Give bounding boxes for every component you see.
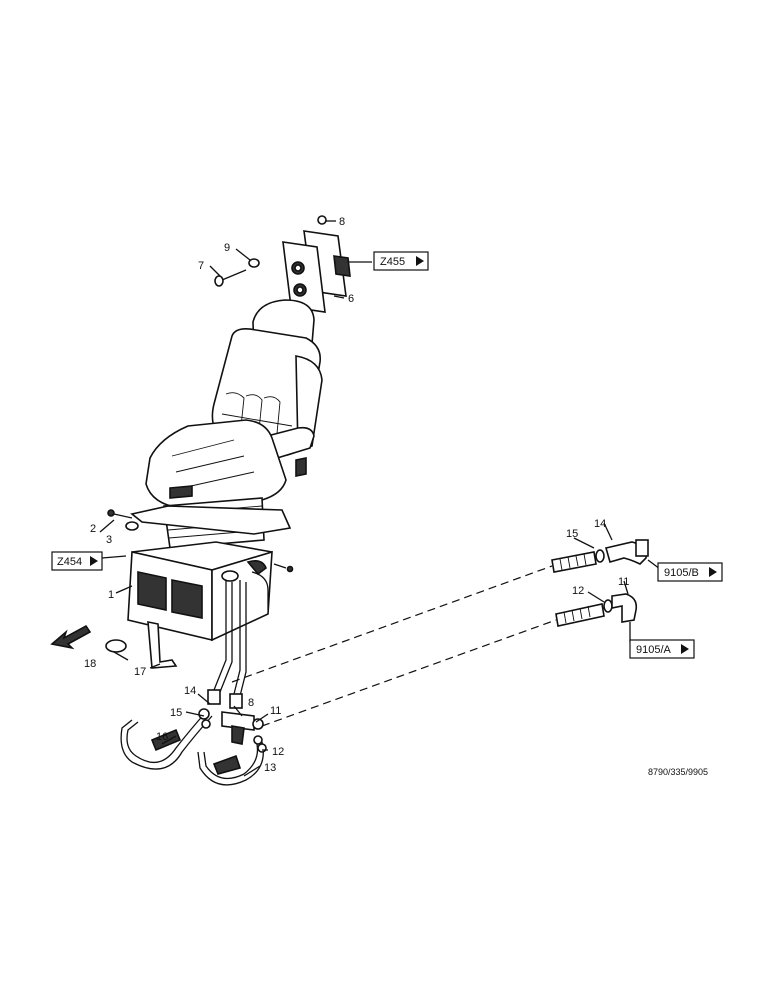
adapter-fittings xyxy=(551,539,649,627)
bolt-washer-set xyxy=(107,509,139,531)
callout-16: 16 xyxy=(156,731,168,743)
callout-14-left: 14 xyxy=(184,685,196,697)
callout-6: 6 xyxy=(348,293,354,305)
callout-15-left: 15 xyxy=(170,707,182,719)
callout-11-lower: 11 xyxy=(270,705,281,717)
callout-labels: 8 9 7 6 2 3 1 18 17 14 15 16 8 11 12 13 … xyxy=(84,216,629,774)
callout-14-right: 14 xyxy=(594,518,606,530)
console-box xyxy=(50,541,294,669)
reference-z455-label: Z455 xyxy=(380,256,405,268)
arrow-right-icon xyxy=(90,556,98,566)
reference-box-9105a[interactable]: 9105/A xyxy=(629,639,695,659)
callout-7: 7 xyxy=(198,260,204,272)
arrow-right-icon xyxy=(709,567,717,577)
arrow-right-icon xyxy=(681,644,689,654)
reference-9105a-label: 9105/A xyxy=(636,644,672,656)
reference-box-9105b[interactable]: 9105/B xyxy=(657,562,723,582)
arrow-right-icon xyxy=(416,256,424,266)
callout-2: 2 xyxy=(90,523,96,535)
callout-1: 1 xyxy=(108,589,114,601)
switch-panel-assembly xyxy=(214,215,351,313)
callout-15-right: 15 xyxy=(566,528,578,540)
callout-10: 8 xyxy=(248,697,254,709)
drawing-code: 8790/335/9905 xyxy=(648,767,708,777)
hydraulic-pipes xyxy=(207,571,269,745)
callout-18: 18 xyxy=(84,658,96,670)
callout-17: 17 xyxy=(134,666,146,678)
callout-11-right: 11 xyxy=(618,576,629,588)
callout-12-lower: 12 xyxy=(272,746,284,758)
callout-3: 3 xyxy=(106,534,112,546)
reference-9105b-label: 9105/B xyxy=(664,567,699,579)
reference-box-z455[interactable]: Z455 xyxy=(373,251,429,271)
callout-9: 9 xyxy=(224,242,230,254)
callout-12-right: 12 xyxy=(572,585,584,597)
reference-z454-label: Z454 xyxy=(57,556,82,568)
reference-box-z454[interactable]: Z454 xyxy=(51,551,103,571)
connection-lines xyxy=(231,565,557,727)
callout-13: 13 xyxy=(264,762,276,774)
callout-8: 8 xyxy=(339,216,345,228)
operator-seat xyxy=(130,299,323,549)
hose-16 xyxy=(120,708,213,770)
